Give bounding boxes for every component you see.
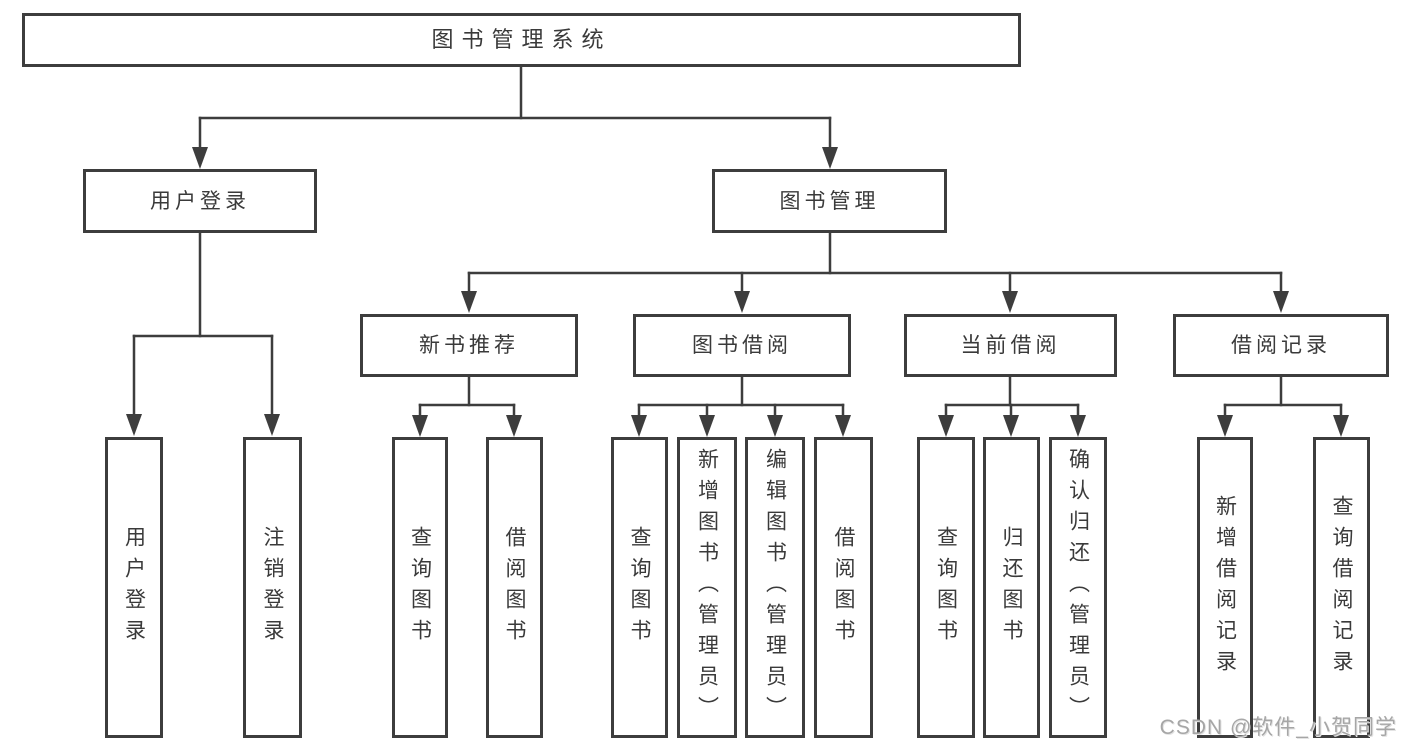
leaf-logout: 注销登录 <box>243 437 302 738</box>
csdn-watermark: CSDN @软件_小贺同学 <box>1159 716 1397 739</box>
node-borrowing-records: 借阅记录 <box>1173 314 1389 377</box>
leaf-cb-confirm-return-admin: 确认归还（管理员） <box>1049 437 1107 738</box>
leaf-nbr-query-books: 查询图书 <box>392 437 448 738</box>
leaf-nbr-borrow-books: 借阅图书 <box>486 437 543 738</box>
node-book-borrowing: 图书借阅 <box>633 314 851 377</box>
leaf-cb-query-books: 查询图书 <box>917 437 975 738</box>
node-user-login: 用户登录 <box>83 169 317 233</box>
node-library-management-system: 图书管理系统 <box>22 13 1021 67</box>
leaf-br-query-borrow-record: 查询借阅记录 <box>1313 437 1370 738</box>
leaf-bb-add-books-admin: 新增图书（管理员） <box>677 437 737 738</box>
leaf-bb-edit-books-admin: 编辑图书（管理员） <box>745 437 805 738</box>
leaf-bb-borrow-books: 借阅图书 <box>814 437 873 738</box>
node-current-borrowing: 当前借阅 <box>904 314 1117 377</box>
leaf-cb-return-books: 归还图书 <box>983 437 1040 738</box>
leaf-bb-query-books: 查询图书 <box>611 437 668 738</box>
leaf-br-add-borrow-record: 新增借阅记录 <box>1197 437 1253 738</box>
node-new-book-recommendation: 新书推荐 <box>360 314 578 377</box>
node-book-management: 图书管理 <box>712 169 947 233</box>
leaf-user-login: 用户登录 <box>105 437 163 738</box>
